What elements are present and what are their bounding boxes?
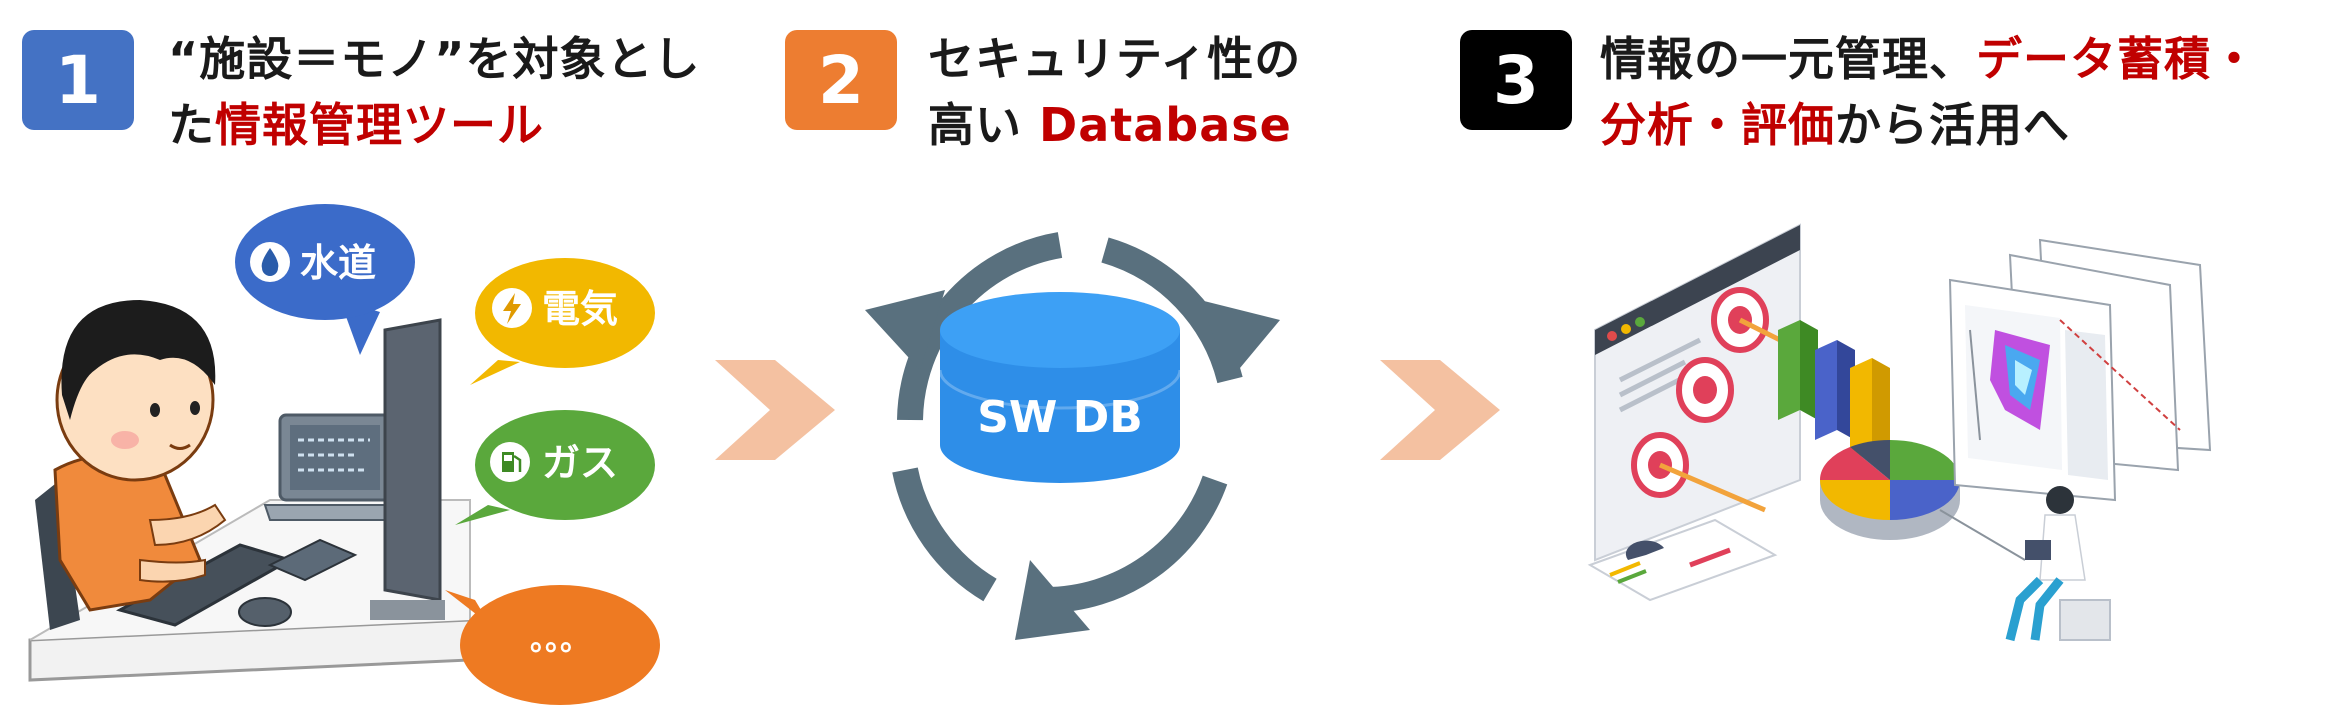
bubble-more: 。。。 (445, 585, 660, 705)
step-2-heading-prefix: 高い (928, 98, 1040, 152)
step-3-heading-line1: 情報の一元管理、データ蓄積・ (1600, 26, 2258, 92)
bar-chart-3d (1778, 320, 1890, 462)
person (53, 300, 227, 612)
step-1-number-badge: 1 (22, 30, 134, 130)
ellipsis-icon: 。。。 (530, 623, 590, 658)
step-1-heading-highlight: 情報管理ツール (215, 98, 544, 152)
step-2-panel: 2 セキュリティ性の 高い Database SW DB (760, 0, 1360, 719)
pie-chart-3d (1819, 439, 1960, 540)
map-screenshots (1948, 238, 2212, 502)
chair (35, 480, 80, 630)
step-1-heading-line2: た情報管理ツール (168, 92, 700, 158)
step-3-heading-line1-prefix: 情報の一元管理、 (1600, 32, 1976, 86)
step-1-heading: “施設＝モノ”を対象とし た情報管理ツール (168, 26, 700, 158)
chevron-right-icon (1380, 360, 1500, 460)
step-3-heading-line2: 分析・評価から活用へ (1600, 92, 2258, 158)
monitor (370, 318, 445, 620)
laptop (263, 413, 407, 521)
step-3-heading-line1-highlight: データ蓄積・ (1976, 32, 2258, 86)
bubble-electric: 電気 (470, 258, 655, 385)
report-card (1587, 518, 1778, 602)
target-icon (1676, 357, 1734, 423)
bubble-electric-label: 電気 (542, 287, 618, 331)
bubble-water: 水道 (235, 204, 415, 355)
step-3-heading-line2-highlight: 分析・評価 (1600, 98, 1835, 152)
analyst-person (2005, 486, 2111, 642)
step-2-heading-highlight: Database (1039, 98, 1292, 152)
step-2-heading-line1: セキュリティ性の (928, 32, 1302, 86)
step-3-panel: 3 情報の一元管理、データ蓄積・ 分析・評価から活用へ (1440, 0, 2331, 719)
step-1-panel: 1 “施設＝モノ”を対象とし た情報管理ツール (0, 0, 700, 719)
mouse (238, 597, 292, 627)
step-3-heading-line2-suffix: から活用へ (1835, 98, 2070, 152)
chevron-right-icon (715, 360, 835, 460)
database-cycle-illustration: SW DB (865, 232, 1280, 640)
bubble-water-label: 水道 (300, 241, 376, 285)
step-2-number-badge: 2 (785, 30, 897, 130)
bubble-gas: ガス (455, 410, 655, 525)
step-3-heading: 情報の一元管理、データ蓄積・ 分析・評価から活用へ (1600, 26, 2258, 158)
step-2-heading-line2: 高い Database (928, 92, 1301, 158)
person-at-computer-illustration: 水道 電気 ガス 。。。 (28, 204, 660, 705)
step-3-number-badge: 3 (1460, 30, 1572, 130)
cycle-arrowheads (865, 290, 1280, 640)
step-2-heading: セキュリティ性の 高い Database (928, 26, 1301, 158)
tablet (267, 538, 358, 582)
dashboard-window (1594, 223, 1832, 562)
step-1-heading-prefix: た (168, 98, 215, 152)
step-1-heading-line1: “施設＝モノ”を対象とし (168, 32, 701, 86)
db-label: SW DB (977, 392, 1143, 443)
database-cylinder-icon: SW DB (938, 292, 1182, 483)
analytics-illustration (1587, 223, 2212, 642)
bubble-gas-label: ガス (542, 441, 618, 485)
